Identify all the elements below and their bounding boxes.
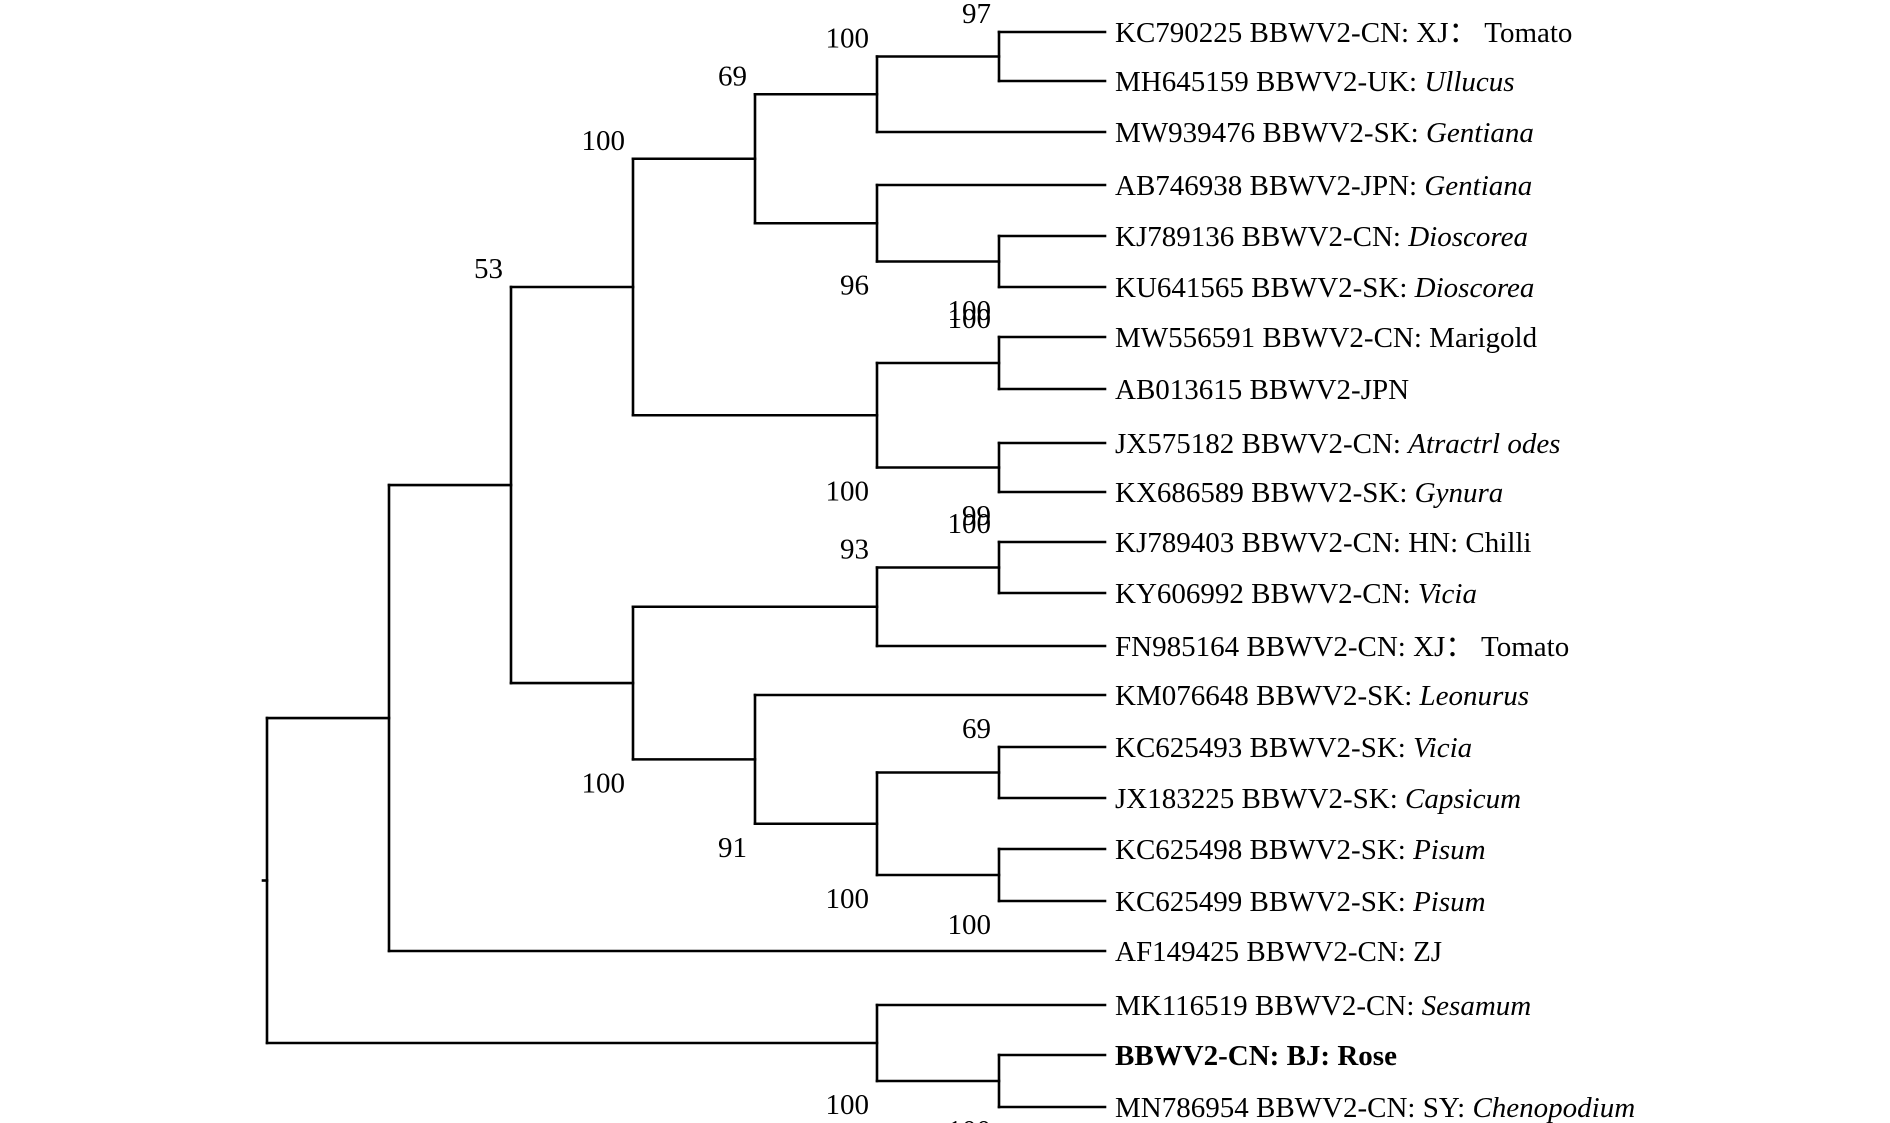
- bootstrap-value: 100: [948, 1115, 992, 1123]
- taxon-accession-isolate: KY606992 BBWV2-CN:: [1115, 578, 1418, 610]
- bootstrap-value: 100: [826, 23, 870, 55]
- bootstrap-value: 99: [962, 500, 991, 532]
- taxon-label: KJ789136 BBWV2-CN: Dioscorea: [1115, 221, 1528, 253]
- taxon-accession-isolate: KU641565 BBWV2-SK:: [1115, 272, 1415, 304]
- taxon-host: Tomato: [1484, 17, 1572, 49]
- bootstrap-value: 97: [962, 0, 991, 30]
- taxon-label: AB013615 BBWV2-JPN: [1115, 374, 1409, 406]
- taxon-accession-isolate: KC790225 BBWV2-CN: XJ：: [1115, 17, 1484, 49]
- taxon-accession-isolate: MH645159 BBWV2-UK:: [1115, 66, 1424, 98]
- taxon-accession-isolate: KJ789403 BBWV2-CN: HN:: [1115, 527, 1465, 559]
- bootstrap-value: 100: [948, 508, 992, 540]
- bootstrap-value: 93: [840, 534, 869, 566]
- bootstrap-value: 100: [948, 295, 992, 327]
- taxon-host: Gentiana: [1426, 117, 1534, 149]
- taxon-host: Tomato: [1481, 631, 1569, 663]
- taxon-host: Gentiana: [1424, 170, 1532, 202]
- bootstrap-value: 100: [826, 476, 870, 508]
- bootstrap-value: 100: [582, 767, 626, 799]
- taxon-accession-isolate: KC625499 BBWV2-SK:: [1115, 886, 1413, 918]
- taxon-label: MW556591 BBWV2-CN: Marigold: [1115, 322, 1538, 354]
- taxon-accession-isolate: AF149425 BBWV2-CN:: [1115, 936, 1413, 968]
- taxon-label: AB746938 BBWV2-JPN: Gentiana: [1115, 170, 1532, 202]
- taxon-label: JX183225 BBWV2-SK: Capsicum: [1115, 783, 1521, 815]
- taxon-accession-isolate: MN786954 BBWV2-CN: SY:: [1115, 1092, 1472, 1123]
- taxon-host: Pisum: [1412, 834, 1486, 866]
- taxon-host: Marigold: [1429, 322, 1537, 354]
- taxon-accession-isolate: KJ789136 BBWV2-CN:: [1115, 221, 1408, 253]
- bootstrap-value: 53: [474, 253, 503, 285]
- bootstrap-value: 100: [582, 125, 626, 157]
- taxon-host: Chilli: [1465, 527, 1531, 559]
- tree-labels: 9710010096691009910010010093691001009110…: [474, 0, 1635, 1123]
- taxon-host: Dioscorea: [1414, 272, 1535, 304]
- taxon-host: Leonurus: [1419, 680, 1530, 712]
- taxon-host: Dioscorea: [1407, 221, 1528, 253]
- taxon-label: KC625493 BBWV2-SK: Vicia: [1115, 732, 1472, 764]
- taxon-label: KJ789403 BBWV2-CN: HN: Chilli: [1115, 527, 1532, 559]
- taxon-accession-isolate: KC625493 BBWV2-SK:: [1115, 732, 1413, 764]
- taxon-label: BBWV2-CN: BJ: Rose: [1115, 1040, 1397, 1072]
- taxon-host: Vicia: [1413, 732, 1472, 764]
- taxon-host: Rose: [1337, 1040, 1397, 1072]
- taxon-label: KM076648 BBWV2-SK: Leonurus: [1115, 680, 1529, 712]
- taxon-label: KU641565 BBWV2-SK: Dioscorea: [1115, 272, 1534, 304]
- tree-branches: [261, 30, 1107, 1109]
- taxon-label: KX686589 BBWV2-SK: Gynura: [1115, 477, 1503, 509]
- taxon-accession-isolate: MK116519 BBWV2-CN:: [1115, 990, 1422, 1022]
- bootstrap-value: 100: [948, 909, 992, 941]
- taxon-accession-isolate: KM076648 BBWV2-SK:: [1115, 680, 1420, 712]
- taxon-label: MH645159 BBWV2-UK: Ullucus: [1115, 66, 1515, 98]
- taxon-label: MN786954 BBWV2-CN: SY: Chenopodium: [1115, 1092, 1635, 1123]
- bootstrap-value: 100: [826, 883, 870, 915]
- taxon-host: Atractrl odes: [1406, 428, 1560, 460]
- taxon-accession-isolate: MW556591 BBWV2-CN:: [1115, 322, 1429, 354]
- bootstrap-value: 100: [826, 1089, 870, 1121]
- taxon-label: KC625498 BBWV2-SK: Pisum: [1115, 834, 1486, 866]
- taxon-label: KC625499 BBWV2-SK: Pisum: [1115, 886, 1486, 918]
- bootstrap-value: 69: [962, 713, 991, 745]
- taxon-host: Gynura: [1415, 477, 1504, 509]
- bootstrap-value: 100: [948, 303, 992, 335]
- taxon-host: Ullucus: [1424, 66, 1514, 98]
- taxon-host: Chenopodium: [1472, 1092, 1635, 1123]
- taxon-label: JX575182 BBWV2-CN: Atractrl odes: [1115, 428, 1560, 460]
- taxon-label: KY606992 BBWV2-CN: Vicia: [1115, 578, 1477, 610]
- taxon-accession-isolate: JX183225 BBWV2-SK:: [1115, 783, 1405, 815]
- taxon-label: MK116519 BBWV2-CN: Sesamum: [1115, 990, 1531, 1022]
- bootstrap-value: 91: [718, 832, 747, 864]
- taxon-accession-isolate: FN985164 BBWV2-CN: XJ：: [1115, 631, 1481, 663]
- taxon-accession-isolate: KX686589 BBWV2-SK:: [1115, 477, 1415, 509]
- bootstrap-value: 96: [840, 270, 869, 302]
- taxon-host: Sesamum: [1422, 990, 1532, 1022]
- taxon-host: Capsicum: [1405, 783, 1521, 815]
- taxon-label: FN985164 BBWV2-CN: XJ： Tomato: [1115, 631, 1569, 663]
- bootstrap-value: 69: [718, 60, 747, 92]
- taxon-host: Pisum: [1412, 886, 1486, 918]
- taxon-accession-isolate: KC625498 BBWV2-SK:: [1115, 834, 1413, 866]
- taxon-accession-isolate: JX575182 BBWV2-CN:: [1115, 428, 1408, 460]
- taxon-accession-isolate: BBWV2-CN: BJ:: [1115, 1040, 1337, 1072]
- taxon-label: MW939476 BBWV2-SK: Gentiana: [1115, 117, 1534, 149]
- taxon-label: AF149425 BBWV2-CN: ZJ: [1115, 936, 1442, 968]
- taxon-accession-isolate: MW939476 BBWV2-SK:: [1115, 117, 1426, 149]
- taxon-accession-isolate: AB013615 BBWV2-JPN: [1115, 374, 1409, 406]
- taxon-accession-isolate: AB746938 BBWV2-JPN:: [1115, 170, 1424, 202]
- taxon-label: KC790225 BBWV2-CN: XJ： Tomato: [1115, 17, 1572, 49]
- taxon-host: Vicia: [1418, 578, 1477, 610]
- taxon-host: ZJ: [1413, 936, 1442, 968]
